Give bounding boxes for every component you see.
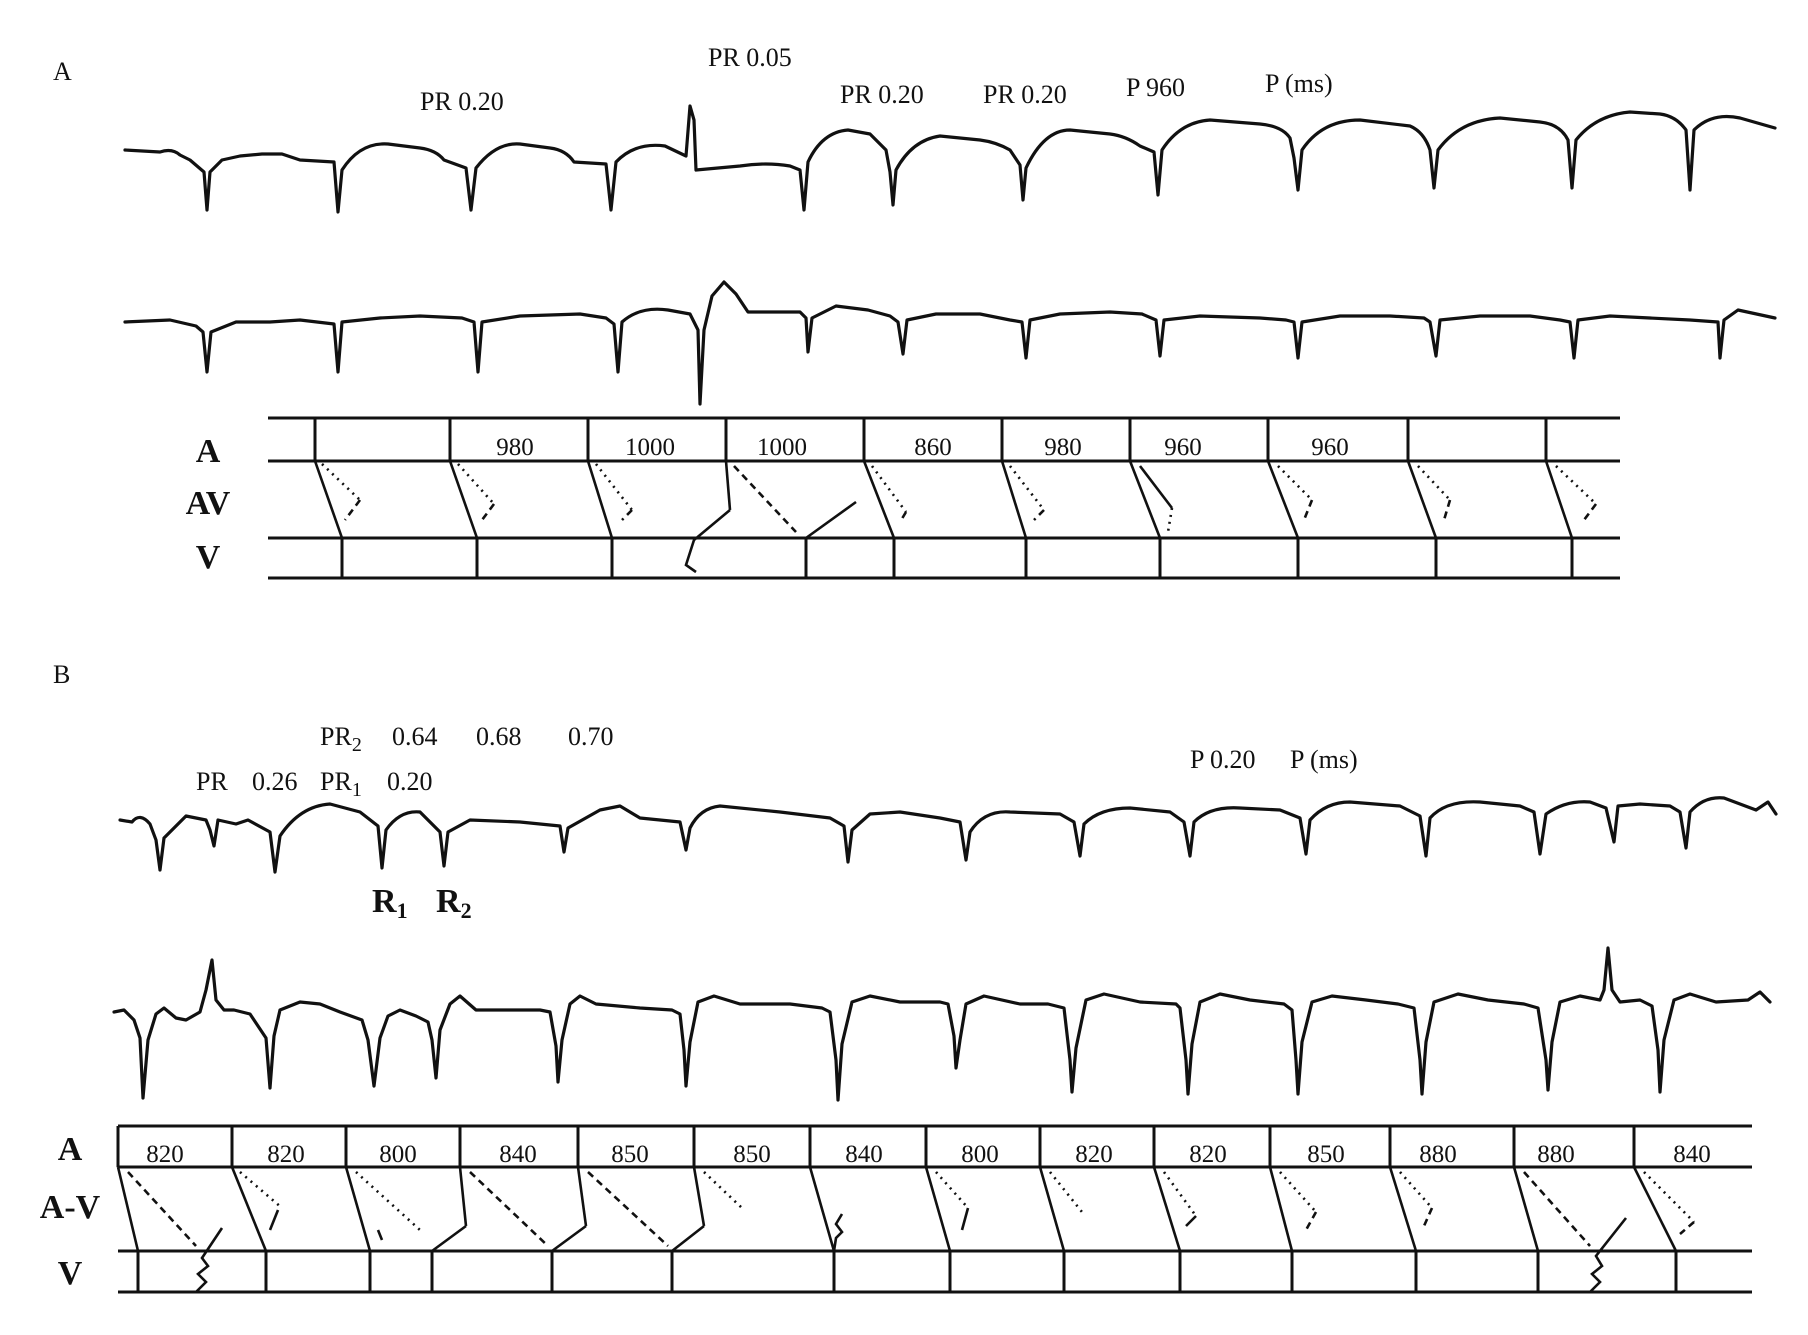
panel-b-interval: 820 — [267, 1141, 305, 1168]
panel-b-interval: 850 — [1307, 1141, 1345, 1168]
panel-b-r1-label: R1 — [372, 883, 408, 923]
panel-b-interval: 850 — [611, 1141, 649, 1168]
panel-a-ecg-trace-lower — [123, 280, 1777, 406]
panel-a-pr-annotation-1: PR 0.20 — [420, 87, 504, 116]
panel-a-row-label-a: A — [196, 433, 221, 470]
panel-a-atrial-ticks — [313, 418, 1548, 461]
panel-a-ladder-diagram: A AV V — [186, 416, 1620, 580]
panel-a-av-conduction — [313, 460, 1598, 574]
panel-b: B PR2 0.64 0.68 0.70 PR 0.26 PR1 0.20 P … — [40, 660, 1778, 1294]
panel-b-pr1-annotation: PR1 — [320, 767, 362, 801]
panel-b-interval: 840 — [1673, 1141, 1711, 1168]
panel-b-pr-label: PR — [196, 767, 228, 796]
panel-a-interval: 980 — [496, 434, 534, 461]
panel-a-ventricular-ticks — [340, 538, 1574, 578]
panel-a-ecg-trace-upper — [123, 104, 1777, 214]
panel-b-interval: 880 — [1537, 1141, 1575, 1168]
panel-b-r2-label: R2 — [436, 883, 472, 923]
panel-b-interval-labels: 820 820 800 840 850 850 840 800 820 820 … — [146, 1141, 1711, 1168]
panel-b-p-value: P 0.20 — [1190, 745, 1256, 774]
panel-b-av-conduction — [116, 1166, 1695, 1293]
panel-b-pr1-value: 0.20 — [387, 767, 433, 796]
panel-a-interval: 860 — [914, 434, 952, 461]
panel-a-pr-annotation-2: PR 0.05 — [708, 43, 792, 72]
panel-b-atrial-ticks — [116, 1126, 1636, 1167]
panel-a-p-unit: P (ms) — [1265, 69, 1333, 98]
panel-a-interval: 1000 — [625, 434, 675, 461]
panel-b-pr2-value-2: 0.68 — [476, 722, 522, 751]
panel-b-ventricular-ticks — [136, 1251, 1678, 1292]
panel-a: A PR 0.20 PR 0.05 PR 0.20 PR 0.20 P 960 … — [53, 43, 1777, 580]
panel-a-row-label-av: AV — [186, 485, 231, 522]
panel-a-interval-labels: 980 1000 1000 860 980 960 960 — [496, 434, 1349, 461]
panel-b-row-label-a: A — [58, 1131, 83, 1168]
panel-b-interval: 820 — [1189, 1141, 1227, 1168]
panel-b-ecg-trace-lower — [112, 946, 1772, 1102]
panel-b-interval: 820 — [1075, 1141, 1113, 1168]
panel-a-pr-annotation-3: PR 0.20 — [840, 80, 924, 109]
panel-b-pr2-value-1: 0.64 — [392, 722, 438, 751]
panel-b-row-label-v: V — [58, 1255, 83, 1292]
panel-a-interval: 960 — [1164, 434, 1202, 461]
panel-a-p-value: P 960 — [1126, 73, 1185, 102]
panel-b-interval: 840 — [499, 1141, 537, 1168]
panel-b-row-label-av: A-V — [40, 1189, 101, 1226]
panel-b-ecg-trace-upper — [118, 796, 1778, 874]
panel-a-interval: 1000 — [757, 434, 807, 461]
panel-b-p-unit: P (ms) — [1290, 745, 1358, 774]
panel-a-row-label-v: V — [196, 539, 221, 576]
panel-b-interval: 880 — [1419, 1141, 1457, 1168]
panel-b-interval: 850 — [733, 1141, 771, 1168]
panel-b-label: B — [53, 660, 70, 689]
panel-b-interval: 800 — [961, 1141, 999, 1168]
panel-b-pr2-value-3: 0.70 — [568, 722, 614, 751]
panel-a-interval: 980 — [1044, 434, 1082, 461]
panel-b-interval: 820 — [146, 1141, 184, 1168]
panel-a-pr-annotation-4: PR 0.20 — [983, 80, 1067, 109]
panel-b-pr-value: 0.26 — [252, 767, 298, 796]
panel-b-pr2-annotation: PR2 — [320, 722, 362, 756]
panel-a-interval: 960 — [1311, 434, 1349, 461]
panel-b-ladder-diagram: A A-V V — [40, 1124, 1752, 1294]
panel-a-label: A — [53, 57, 72, 86]
panel-b-interval: 800 — [379, 1141, 417, 1168]
panel-b-interval: 840 — [845, 1141, 883, 1168]
